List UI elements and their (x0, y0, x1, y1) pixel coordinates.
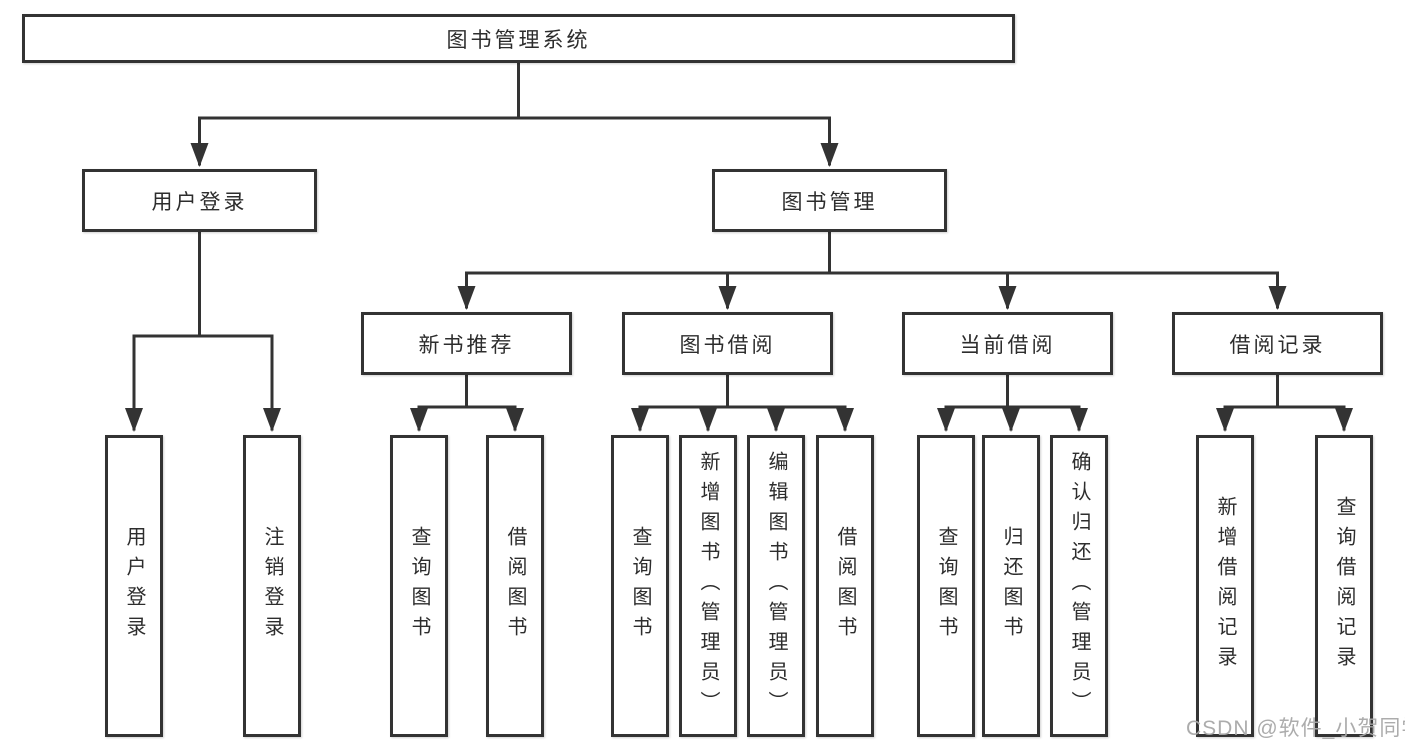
node-label: 注销登录 (261, 526, 283, 646)
node-label: 查询图书 (408, 526, 430, 646)
leaf-borrow-books-borrow: 借阅图书 (816, 435, 874, 737)
node-book-management: 图书管理 (712, 169, 947, 232)
node-label: 图书借阅 (679, 333, 776, 357)
node-label: 借阅记录 (1229, 333, 1326, 357)
leaf-query-books-recommend: 查询图书 (390, 435, 448, 737)
node-label: 用户登录 (151, 190, 248, 214)
leaf-query-books-borrow: 查询图书 (611, 435, 669, 737)
node-new-book-recommendation: 新书推荐 (361, 312, 572, 375)
leaf-user-login: 用户登录 (105, 435, 163, 737)
node-label: 查询图书 (935, 526, 957, 646)
node-label: 新增借阅记录 (1214, 496, 1236, 676)
node-borrowing-records: 借阅记录 (1172, 312, 1383, 375)
node-label: 确认归还（管理员） (1068, 451, 1090, 721)
node-label: 新增图书（管理员） (697, 451, 719, 721)
node-label: 图书管理 (781, 190, 878, 214)
leaf-add-book-admin: 新增图书（管理员） (679, 435, 737, 737)
leaf-query-borrow-record: 查询借阅记录 (1315, 435, 1373, 737)
node-user-login: 用户登录 (82, 169, 317, 232)
node-current-borrowing: 当前借阅 (902, 312, 1113, 375)
node-label: 编辑图书（管理员） (765, 451, 787, 721)
leaf-edit-book-admin: 编辑图书（管理员） (747, 435, 805, 737)
node-label: 借阅图书 (834, 526, 856, 646)
node-label: 归还图书 (1000, 526, 1022, 646)
leaf-add-borrow-record: 新增借阅记录 (1196, 435, 1254, 737)
node-library-system-root: 图书管理系统 (22, 14, 1015, 63)
node-label: 借阅图书 (504, 526, 526, 646)
node-label: 查询图书 (629, 526, 651, 646)
leaf-query-books-current: 查询图书 (917, 435, 975, 737)
leaf-return-books: 归还图书 (982, 435, 1040, 737)
node-book-borrowing: 图书借阅 (622, 312, 833, 375)
leaf-confirm-return-admin: 确认归还（管理员） (1050, 435, 1108, 737)
node-label: 用户登录 (123, 526, 145, 646)
node-label: 查询借阅记录 (1333, 496, 1355, 676)
watermark: CSDN @软件_小贺同学 (1186, 717, 1405, 740)
node-label: 图书管理系统 (446, 28, 591, 52)
leaf-logout-login: 注销登录 (243, 435, 301, 737)
node-label: 当前借阅 (959, 333, 1056, 357)
node-label: 新书推荐 (418, 333, 515, 357)
leaf-borrow-books-recommend: 借阅图书 (486, 435, 544, 737)
